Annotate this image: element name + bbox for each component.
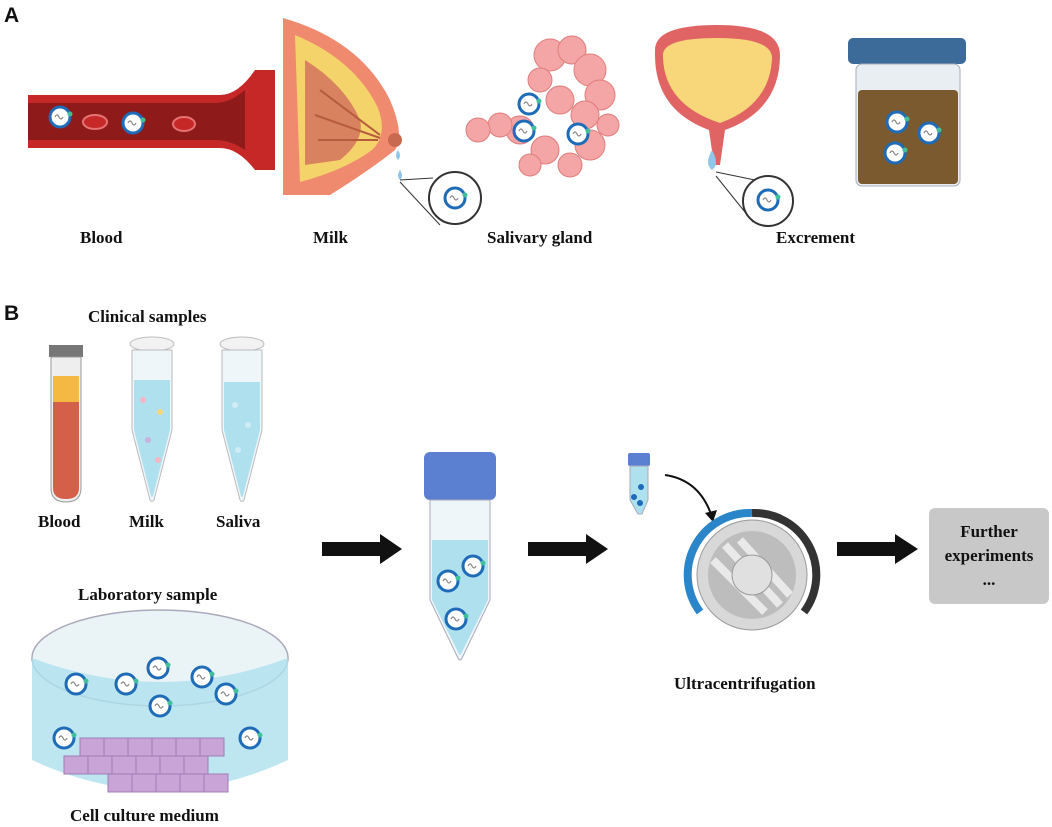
milk-tube-illustration [129,336,175,502]
panel-a-letter: A [4,4,20,27]
petri-dish-illustration [31,609,289,793]
cell-culture-label: Cell culture medium [70,806,219,825]
further-line-2: experiments [944,546,1034,565]
bladder-illustration [655,25,794,227]
blood-vessel-illustration [28,70,275,170]
laboratory-sample-title: Laboratory sample [78,585,218,604]
further-line-3: ... [982,570,996,589]
ultracentrifugation-label: Ultracentrifugation [674,674,816,693]
panel-b-letter: B [4,302,20,325]
blood-tube-illustration [49,345,83,503]
arrow-2 [528,534,608,564]
label-blood-a: Blood [80,228,123,247]
breast-illustration [283,18,482,226]
label-excrement: Excrement [776,228,855,247]
tube-label-saliva: Saliva [216,512,261,531]
saliva-tube-illustration [219,336,265,502]
further-experiments-box: Further experiments ... [929,508,1049,604]
label-milk-a: Milk [313,228,348,247]
clinical-samples-title: Clinical samples [88,307,207,326]
further-line-1: Further [960,522,1018,541]
stool-container-illustration [848,38,966,187]
arrow-1 [322,534,402,564]
small-tube-illustration [628,453,650,515]
curved-arrow [664,474,713,518]
label-salivary-gland: Salivary gland [487,228,593,247]
arrow-3 [837,534,918,564]
tube-label-blood: Blood [38,512,81,531]
salivary-gland-illustration [465,35,620,178]
centrifuge-illustration [683,508,821,631]
tube-label-milk: Milk [129,512,164,531]
conical-tube-illustration [424,452,496,661]
